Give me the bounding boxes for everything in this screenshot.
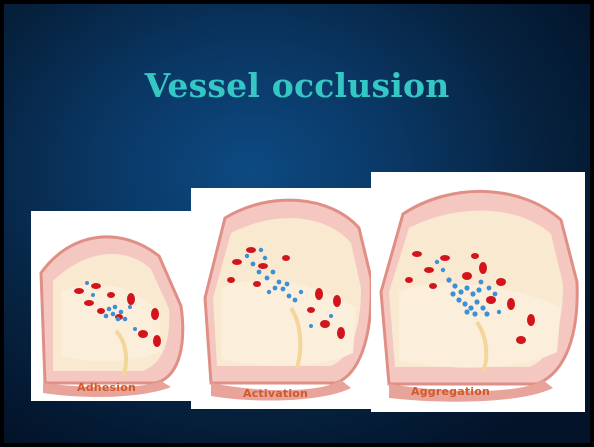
caption-activation: Activation bbox=[243, 387, 308, 400]
slide-title: Vessel occlusion bbox=[4, 66, 590, 105]
panel-adhesion: Adhesion bbox=[31, 211, 199, 401]
slide: Vessel occlusion bbox=[4, 4, 590, 443]
caption-aggregation: Aggregation bbox=[411, 385, 490, 398]
activation-vessel-illustration bbox=[191, 188, 377, 409]
aggregation-vessel-illustration bbox=[371, 172, 585, 412]
caption-adhesion: Adhesion bbox=[77, 381, 136, 394]
panel-aggregation: Aggregation bbox=[371, 172, 585, 412]
panel-activation: Activation bbox=[191, 188, 377, 409]
adhesion-vessel-illustration bbox=[31, 211, 199, 401]
